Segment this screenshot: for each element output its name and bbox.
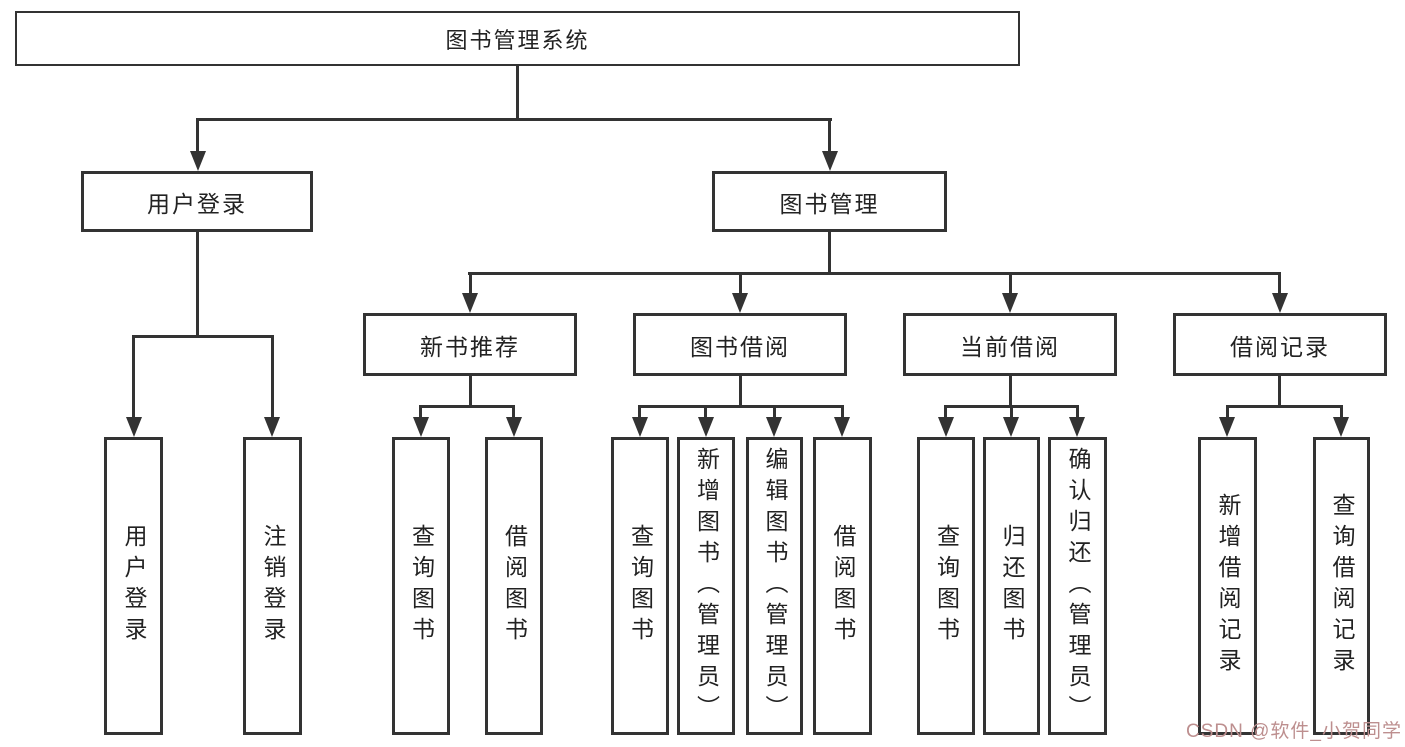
connector-line	[944, 405, 947, 419]
connector-line	[516, 66, 519, 120]
leaf-confirm-return-admin-label: 确认归还（管理员）	[1065, 446, 1091, 726]
connector-line	[1009, 374, 1012, 407]
node-book-management-label: 图书管理	[779, 190, 880, 217]
arrow-down-icon	[766, 417, 782, 437]
leaf-add-book-admin-label: 新增图书（管理员）	[693, 446, 720, 726]
connector-line	[739, 374, 742, 407]
connector-line	[196, 231, 199, 337]
connector-line	[773, 405, 776, 419]
leaf-borrow-books-borrowing-label: 借阅图书	[830, 524, 856, 648]
leaf-query-books-recommend: 查询图书	[392, 437, 450, 735]
arrow-down-icon	[1333, 417, 1349, 437]
connector-line	[512, 405, 515, 419]
leaf-borrow-books-recommend: 借阅图书	[485, 437, 543, 735]
connector-line	[841, 405, 844, 419]
leaf-logout-label: 注销登录	[260, 524, 286, 648]
arrow-down-icon	[632, 417, 648, 437]
leaf-return-books-label: 归还图书	[999, 524, 1025, 648]
connector-line	[1278, 374, 1281, 407]
node-current-borrowing: 当前借阅	[903, 313, 1117, 376]
leaf-confirm-return-admin: 确认归还（管理员）	[1048, 437, 1107, 735]
arrow-down-icon	[506, 417, 522, 437]
connector-line	[469, 272, 472, 295]
connector-line	[1076, 405, 1079, 419]
leaf-user-login: 用户登录	[104, 437, 163, 735]
connector-line	[132, 335, 273, 338]
connector-line	[469, 374, 472, 407]
connector-line	[638, 405, 641, 419]
connector-line	[196, 118, 832, 121]
connector-line	[419, 405, 422, 419]
leaf-user-login-label: 用户登录	[121, 524, 147, 648]
leaf-add-borrow-record-label: 新增借阅记录	[1215, 493, 1241, 679]
node-current-borrowing-label: 当前借阅	[960, 333, 1060, 360]
leaf-borrow-books-borrowing: 借阅图书	[813, 437, 872, 735]
leaf-query-borrow-record: 查询借阅记录	[1313, 437, 1370, 735]
connector-line	[638, 405, 843, 408]
node-user-login-label: 用户登录	[147, 190, 247, 217]
arrow-down-icon	[413, 417, 429, 437]
leaf-add-book-admin: 新增图书（管理员）	[677, 437, 735, 735]
csdn-watermark: CSDN @软件_小贺同学	[1186, 721, 1402, 742]
arrow-down-icon	[126, 417, 142, 437]
connector-line	[196, 118, 199, 156]
connector-line	[132, 335, 135, 419]
connector-line	[828, 118, 831, 156]
arrow-down-icon	[1219, 417, 1235, 437]
arrow-down-icon	[698, 417, 714, 437]
connector-line	[828, 231, 831, 274]
node-book-management: 图书管理	[712, 171, 947, 232]
arrow-down-icon	[1272, 293, 1288, 313]
connector-line	[1010, 405, 1013, 419]
node-borrowing-records: 借阅记录	[1173, 313, 1387, 376]
leaf-query-books-current: 查询图书	[917, 437, 975, 735]
connector-line	[1340, 405, 1343, 419]
arrow-down-icon	[190, 151, 206, 171]
arrow-down-icon	[264, 417, 280, 437]
connector-line	[704, 405, 707, 419]
arrow-down-icon	[822, 151, 838, 171]
node-root-label: 图书管理系统	[445, 27, 590, 53]
connector-line	[1278, 272, 1281, 295]
arrow-down-icon	[834, 417, 850, 437]
leaf-query-books-recommend-label: 查询图书	[408, 524, 435, 648]
leaf-edit-book-admin: 编辑图书（管理员）	[746, 437, 803, 735]
leaf-logout: 注销登录	[243, 437, 302, 735]
arrow-down-icon	[938, 417, 954, 437]
leaf-return-books: 归还图书	[983, 437, 1040, 735]
leaf-borrow-books-recommend-label: 借阅图书	[501, 524, 528, 648]
leaf-query-books-borrowing: 查询图书	[611, 437, 669, 735]
leaf-query-books-borrowing-label: 查询图书	[627, 524, 654, 648]
connector-line	[739, 272, 742, 295]
node-root: 图书管理系统	[15, 11, 1020, 66]
node-book-borrowing-label: 图书借阅	[690, 333, 790, 360]
connector-line	[1226, 405, 1229, 419]
node-user-login: 用户登录	[81, 171, 313, 232]
arrow-down-icon	[1069, 417, 1085, 437]
node-book-borrowing: 图书借阅	[633, 313, 847, 376]
connector-line	[271, 335, 274, 419]
arrow-down-icon	[1003, 417, 1019, 437]
leaf-add-borrow-record: 新增借阅记录	[1198, 437, 1257, 735]
connector-line	[1226, 405, 1342, 408]
arrow-down-icon	[462, 293, 478, 313]
leaf-query-books-current-label: 查询图书	[933, 524, 960, 648]
connector-line	[468, 272, 1280, 275]
leaf-query-borrow-record-label: 查询借阅记录	[1329, 493, 1355, 679]
arrow-down-icon	[732, 293, 748, 313]
leaf-edit-book-admin-label: 编辑图书（管理员）	[762, 446, 788, 726]
connector-line	[419, 405, 515, 408]
connector-line	[1009, 272, 1012, 295]
arrow-down-icon	[1002, 293, 1018, 313]
node-borrowing-records-label: 借阅记录	[1230, 333, 1330, 360]
node-new-book-recommend-label: 新书推荐	[420, 333, 520, 360]
node-new-book-recommend: 新书推荐	[363, 313, 577, 376]
